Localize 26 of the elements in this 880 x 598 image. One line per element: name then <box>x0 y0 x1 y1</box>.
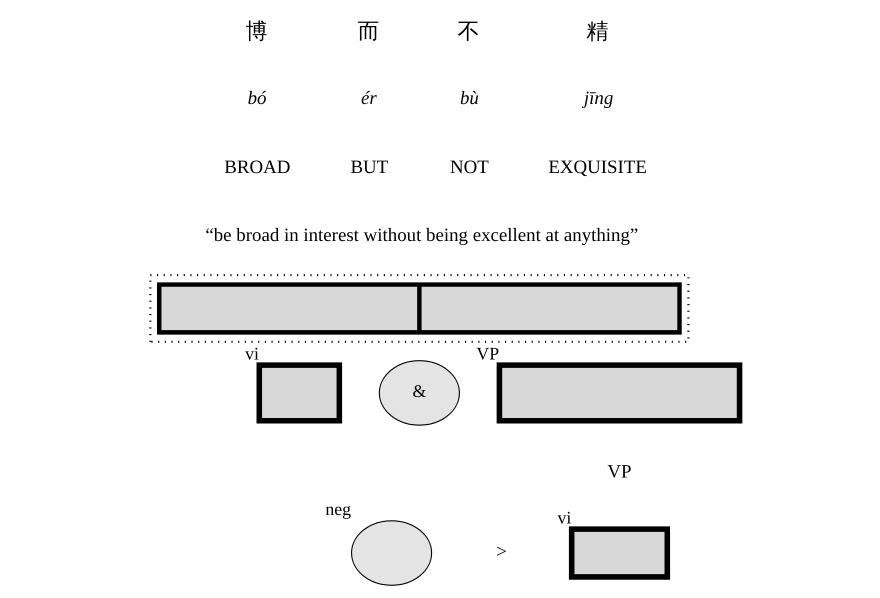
label: jīng <box>583 88 613 110</box>
node-label: vi <box>244 343 258 364</box>
node-circle <box>350 520 432 586</box>
label: bù <box>459 88 478 110</box>
label: NOT <box>449 156 488 178</box>
label: 不 <box>457 18 480 44</box>
label: 精 <box>586 18 608 44</box>
node-label: vi <box>557 507 571 528</box>
label: VP <box>606 462 632 483</box>
node-box <box>256 362 342 424</box>
node-box <box>568 526 670 580</box>
label: 博 <box>244 18 267 44</box>
label: 而 <box>357 18 380 44</box>
node-label: neg <box>324 499 351 520</box>
label: “be broad in interest without being excellent at anything” <box>204 224 638 246</box>
node-box <box>496 362 742 424</box>
label: BROAD <box>224 156 290 178</box>
node-label: VP <box>476 343 499 364</box>
label: ér <box>360 88 376 110</box>
label: bó <box>247 88 266 110</box>
cluster <box>148 274 690 343</box>
node-box <box>156 282 682 335</box>
label: > <box>496 542 506 563</box>
label: BUT <box>350 156 388 178</box>
node-ellipse: & <box>378 360 460 426</box>
label: EXQUISITE <box>548 156 646 178</box>
